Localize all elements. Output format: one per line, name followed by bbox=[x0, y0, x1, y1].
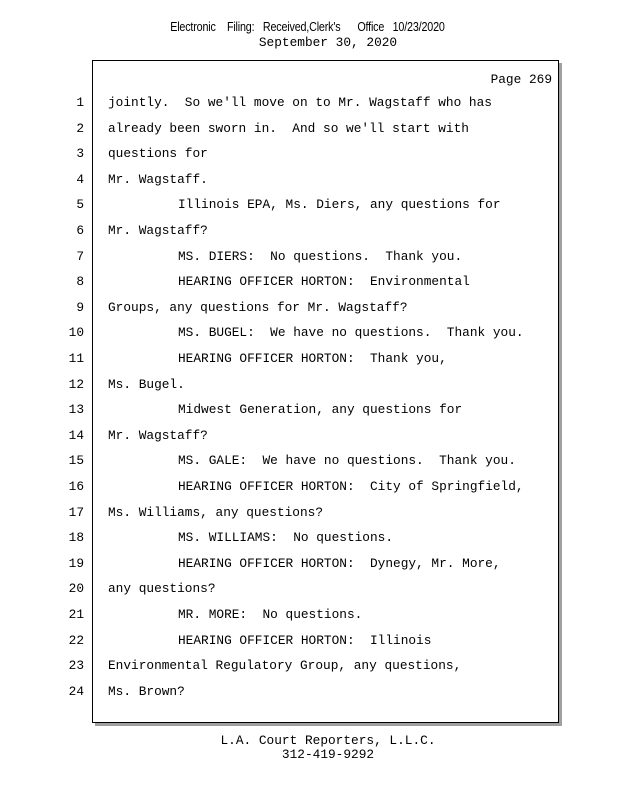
line-number: 7 bbox=[76, 248, 84, 264]
transcript-date: September 30, 2020 bbox=[258, 35, 398, 50]
line-number: 14 bbox=[68, 427, 84, 443]
line-number: 22 bbox=[68, 632, 84, 648]
transcript-line: MS. BUGEL: We have no questions. Thank y… bbox=[178, 325, 524, 341]
transcript-line: Mr. Wagstaff. bbox=[108, 171, 208, 187]
transcript-line: jointly. So we'll move on to Mr. Wagstaf… bbox=[108, 95, 492, 110]
line-number: 15 bbox=[68, 453, 84, 469]
line-number: 6 bbox=[76, 223, 84, 238]
transcript-line: HEARING OFFICER HORTON: Thank you, bbox=[178, 351, 447, 366]
page-number: Page 269 bbox=[490, 72, 552, 87]
transcript-line: Ms. Williams, any questions? bbox=[108, 504, 324, 520]
transcript-line: questions for bbox=[108, 146, 208, 162]
transcript-line: Mr. Wagstaff? bbox=[108, 427, 208, 443]
footer-phone: 312-419-9292 bbox=[281, 747, 375, 762]
transcript-line: Ms. Bugel. bbox=[108, 376, 185, 392]
line-number: 12 bbox=[68, 376, 84, 392]
line-number: 19 bbox=[68, 555, 84, 571]
transcript-line: HEARING OFFICER HORTON: Environmental bbox=[178, 274, 470, 290]
transcript-line: Midwest Generation, any questions for bbox=[178, 402, 463, 418]
line-number: 20 bbox=[68, 581, 84, 597]
transcript-line: MS. DIERS: No questions. Thank you. bbox=[178, 248, 463, 264]
line-number: 11 bbox=[68, 351, 84, 366]
transcript-line: HEARING OFFICER HORTON: Dynegy, Mr. More… bbox=[178, 555, 501, 571]
transcript-line: Environmental Regulatory Group, any ques… bbox=[108, 658, 462, 674]
line-number: 16 bbox=[68, 479, 84, 494]
line-number: 18 bbox=[68, 530, 84, 546]
transcript-line: MR. MORE: No questions. bbox=[178, 607, 363, 622]
line-number: 10 bbox=[68, 325, 84, 341]
transcript-page-frame bbox=[92, 60, 559, 723]
line-number: 3 bbox=[76, 146, 84, 162]
line-number: 13 bbox=[68, 402, 84, 418]
transcript-line: any questions? bbox=[108, 581, 216, 597]
transcript-line: MS. GALE: We have no questions. Thank yo… bbox=[178, 453, 516, 469]
line-number: 9 bbox=[76, 299, 84, 315]
transcript-line: Ms. Brown? bbox=[108, 683, 185, 699]
transcript-line: already been sworn in. And so we'll star… bbox=[108, 120, 469, 136]
transcript-line: Illinois EPA, Ms. Diers, any questions f… bbox=[178, 197, 501, 213]
line-number: 1 bbox=[76, 95, 84, 110]
transcript-line: MS. WILLIAMS: No questions. bbox=[178, 530, 394, 546]
transcript-line: HEARING OFFICER HORTON: City of Springfi… bbox=[178, 479, 524, 494]
line-number: 24 bbox=[68, 683, 84, 699]
line-number: 17 bbox=[68, 504, 84, 520]
transcript-line: HEARING OFFICER HORTON: Illinois bbox=[178, 632, 432, 648]
line-number: 4 bbox=[76, 171, 84, 187]
filing-stamp: Electronic Filing: Received,Clerk's Offi… bbox=[170, 20, 445, 34]
line-number: 8 bbox=[76, 274, 84, 290]
transcript-line: Groups, any questions for Mr. Wagstaff? bbox=[108, 299, 408, 315]
footer-company: L.A. Court Reporters, L.L.C. bbox=[220, 733, 436, 748]
line-number: 5 bbox=[76, 197, 84, 213]
line-number: 21 bbox=[68, 607, 84, 622]
transcript-line: Mr. Wagstaff? bbox=[108, 223, 208, 238]
line-number: 2 bbox=[76, 120, 84, 136]
line-number: 23 bbox=[68, 658, 84, 674]
